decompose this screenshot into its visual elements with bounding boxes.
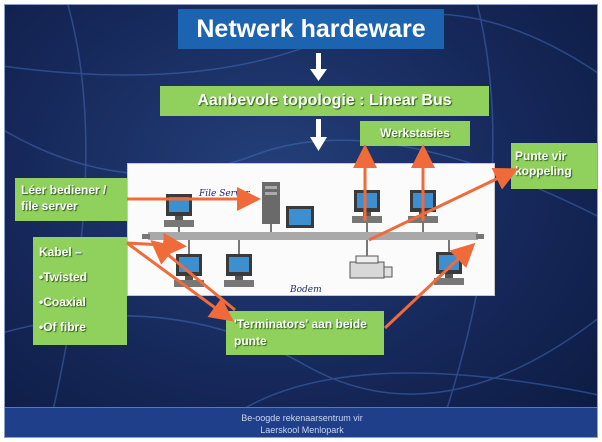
printer-icon — [349, 255, 393, 279]
terminator-left — [142, 234, 150, 239]
network-diagram: File Server Bodem — [127, 163, 495, 296]
workstations-label: Werkstasies — [360, 121, 470, 146]
terminators-label: 'Terminators' aan beide punte — [226, 311, 384, 355]
cable-label: Kabel – •Twisted •Coaxial •Of fibre — [33, 237, 127, 345]
file-server-caption: File Server — [199, 189, 250, 199]
slide: Netwerk hardeware Aanbevole topologie : … — [4, 4, 598, 438]
cable-type-twisted: •Twisted — [39, 270, 87, 284]
terminator-right — [476, 234, 484, 239]
cable-type-coaxial: •Coaxial — [39, 295, 86, 309]
server-label: Léer bediener / file server — [15, 178, 127, 221]
cable-heading: Kabel – — [39, 245, 82, 259]
workstation-icon — [174, 254, 204, 287]
down-arrow-icon — [310, 53, 327, 81]
cable-type-fibre: •Of fibre — [39, 320, 86, 334]
workstation-icon — [408, 190, 438, 223]
workstation-icon — [224, 254, 254, 287]
topology-label: Aanbevole topologie : Linear Bus — [160, 86, 489, 116]
down-arrow-icon — [310, 119, 327, 151]
footer: Be-oogde rekenaarsentrum vir Laerskool M… — [5, 407, 597, 437]
workstation-icon — [352, 190, 382, 223]
server-icon — [262, 182, 314, 228]
network-illustration — [142, 182, 484, 287]
workstation-icon — [434, 252, 464, 285]
bus-cable — [148, 232, 478, 240]
workstation-icon — [164, 194, 194, 227]
footer-line-2: Laerskool Menlopark — [260, 425, 344, 435]
bus-caption: Bodem — [290, 285, 322, 295]
connection-points-label: Punte vir koppeling — [511, 143, 597, 189]
flow-arrows — [310, 53, 327, 151]
footer-line-1: Be-oogde rekenaarsentrum vir — [241, 413, 363, 423]
slide-title: Netwerk hardeware — [178, 9, 444, 49]
